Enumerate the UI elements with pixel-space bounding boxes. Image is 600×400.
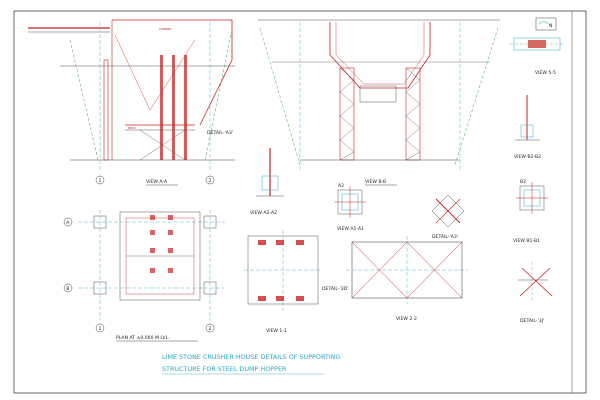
detail-a3-callout: DETAIL-'A3' (207, 130, 233, 136)
grid-marker-2-plan: 2 (205, 323, 215, 333)
view-22-title: VIEW 2-2 (396, 316, 417, 322)
detail-3d-callout: DETAIL-'3D' (322, 286, 349, 292)
detail-a3-drawing (431, 194, 465, 228)
view-22-drawing (346, 236, 468, 304)
view-aa-member-note: BEAM (128, 126, 135, 130)
grid-marker-1-aa: 1 (95, 175, 105, 185)
svg-text:N: N (549, 23, 552, 29)
detail-a3-title: DETAIL-'A3' (432, 234, 458, 240)
grid-marker-1-plan: 1 (95, 323, 105, 333)
drawing-title-line-1: LIME STONE CRUSHER HOUSE DETAILS OF SUPP… (162, 353, 340, 361)
view-a2a2-title: VIEW A2-A2 (250, 210, 277, 216)
detail-3j-title: DETAIL-'3J' (520, 318, 544, 324)
view-aa-dim-note: CHANNEL (159, 27, 172, 31)
grid-marker-2-aa: 2 (205, 175, 215, 185)
view-b1b1-title: VIEW B1-B1 (513, 238, 540, 244)
view-a2a2-drawing (256, 148, 284, 197)
view-aa-title: VIEW A-A (146, 179, 168, 185)
view-bb-drawing (258, 19, 500, 170)
view-bb-title: VIEW B-B (365, 179, 386, 185)
view-55-title: VIEW 5-5 (535, 70, 556, 76)
marker-b2: B2 (520, 179, 526, 185)
svg-text:1: 1 (99, 326, 102, 332)
view-a1a1-title: VIEW A1-A1 (337, 226, 364, 232)
detail-3j-drawing (518, 262, 553, 300)
drawing-title-line-2: STRUCTURE FOR STEEL DUMP HOPPER (162, 365, 287, 373)
marker-a2: A2 (338, 183, 344, 189)
view-11-drawing (244, 230, 322, 310)
svg-text:2: 2 (209, 326, 212, 332)
svg-text:2: 2 (209, 178, 212, 184)
grid-marker-a-plan: A (63, 217, 73, 227)
grid-marker-b-plan: B (63, 283, 73, 293)
view-aa-drawing (28, 19, 235, 172)
plan-title: PLAN AT ±0.000 M LVL. (116, 335, 170, 341)
view-b1b1-drawing (516, 182, 548, 214)
svg-text:B: B (66, 286, 69, 292)
view-a1a1-drawing (334, 186, 366, 218)
view-b2b2-title: VIEW B2-B2 (514, 154, 541, 160)
svg-text:A: A (66, 220, 70, 226)
view-11-title: VIEW 1-1 (266, 328, 287, 334)
north-arrow-icon: N (535, 17, 557, 31)
sheet-border (13, 10, 587, 394)
svg-text:1: 1 (99, 178, 102, 184)
view-b2b2-drawing (515, 95, 540, 141)
plan-drawing (78, 210, 225, 320)
view-55-drawing (510, 37, 565, 51)
